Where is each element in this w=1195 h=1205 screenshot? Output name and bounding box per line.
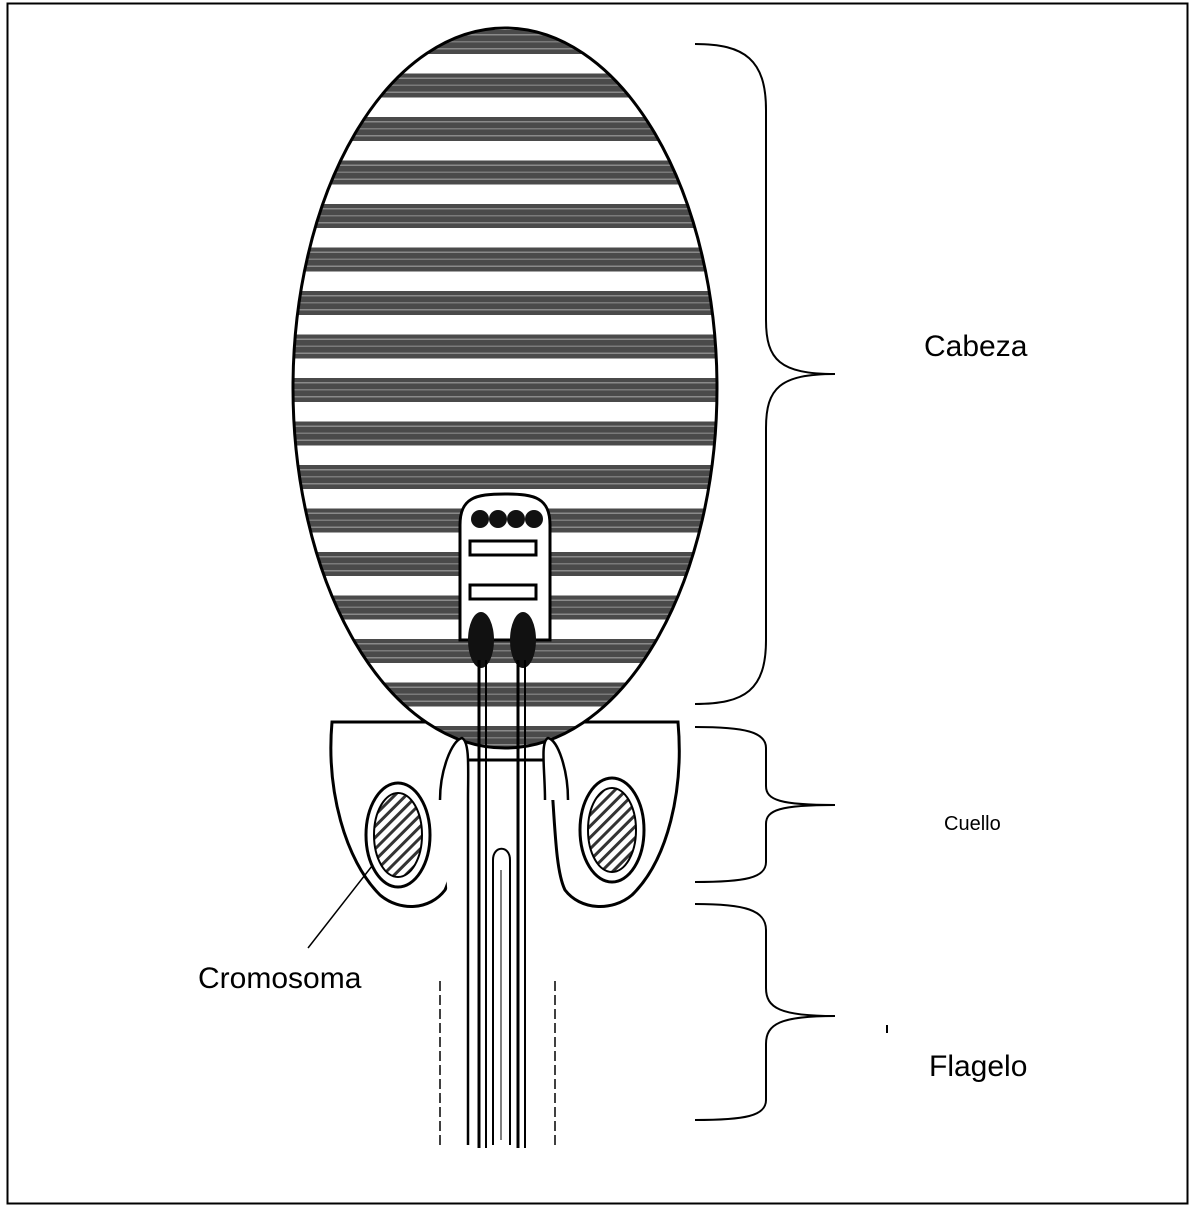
label-flagellum: Flagelo [929,1050,1027,1084]
chromosome-pointer [308,866,372,948]
label-head: Cabeza [924,330,1027,364]
brace-flagellum [695,904,835,1120]
label-chromosome: Cromosoma [198,962,361,996]
brace-neck [695,727,835,882]
chromosome-left [366,783,430,887]
chromosome-right [580,778,644,882]
head [0,0,1195,800]
neck-opening [440,738,568,1145]
label-neck: Cuello [944,813,1001,836]
